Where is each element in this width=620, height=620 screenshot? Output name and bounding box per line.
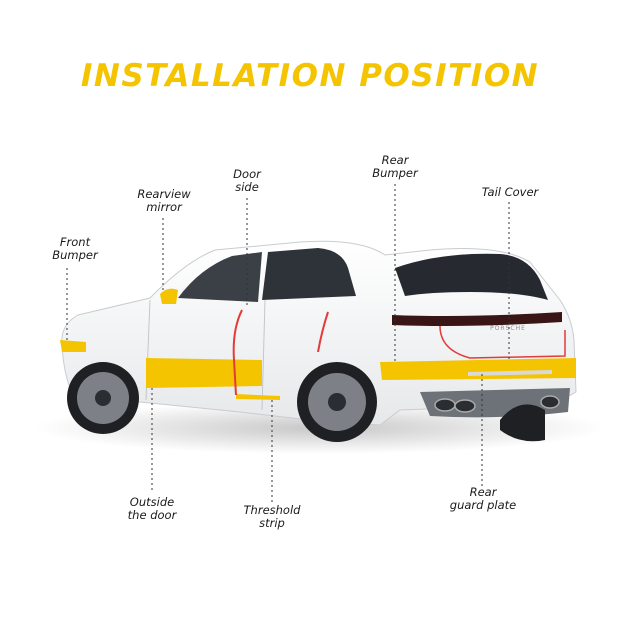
label-tail-cover: Tail Cover	[470, 186, 550, 199]
rear-badge-text: PORSCHE	[490, 325, 526, 332]
front-wheel	[67, 362, 139, 434]
rear-wheel	[297, 362, 377, 442]
exhaust-right	[455, 400, 475, 412]
exhaust-left	[435, 399, 455, 411]
exhaust-right-2	[541, 396, 559, 408]
outside-door-strip	[146, 358, 262, 388]
front-bumper-strip	[60, 340, 86, 352]
